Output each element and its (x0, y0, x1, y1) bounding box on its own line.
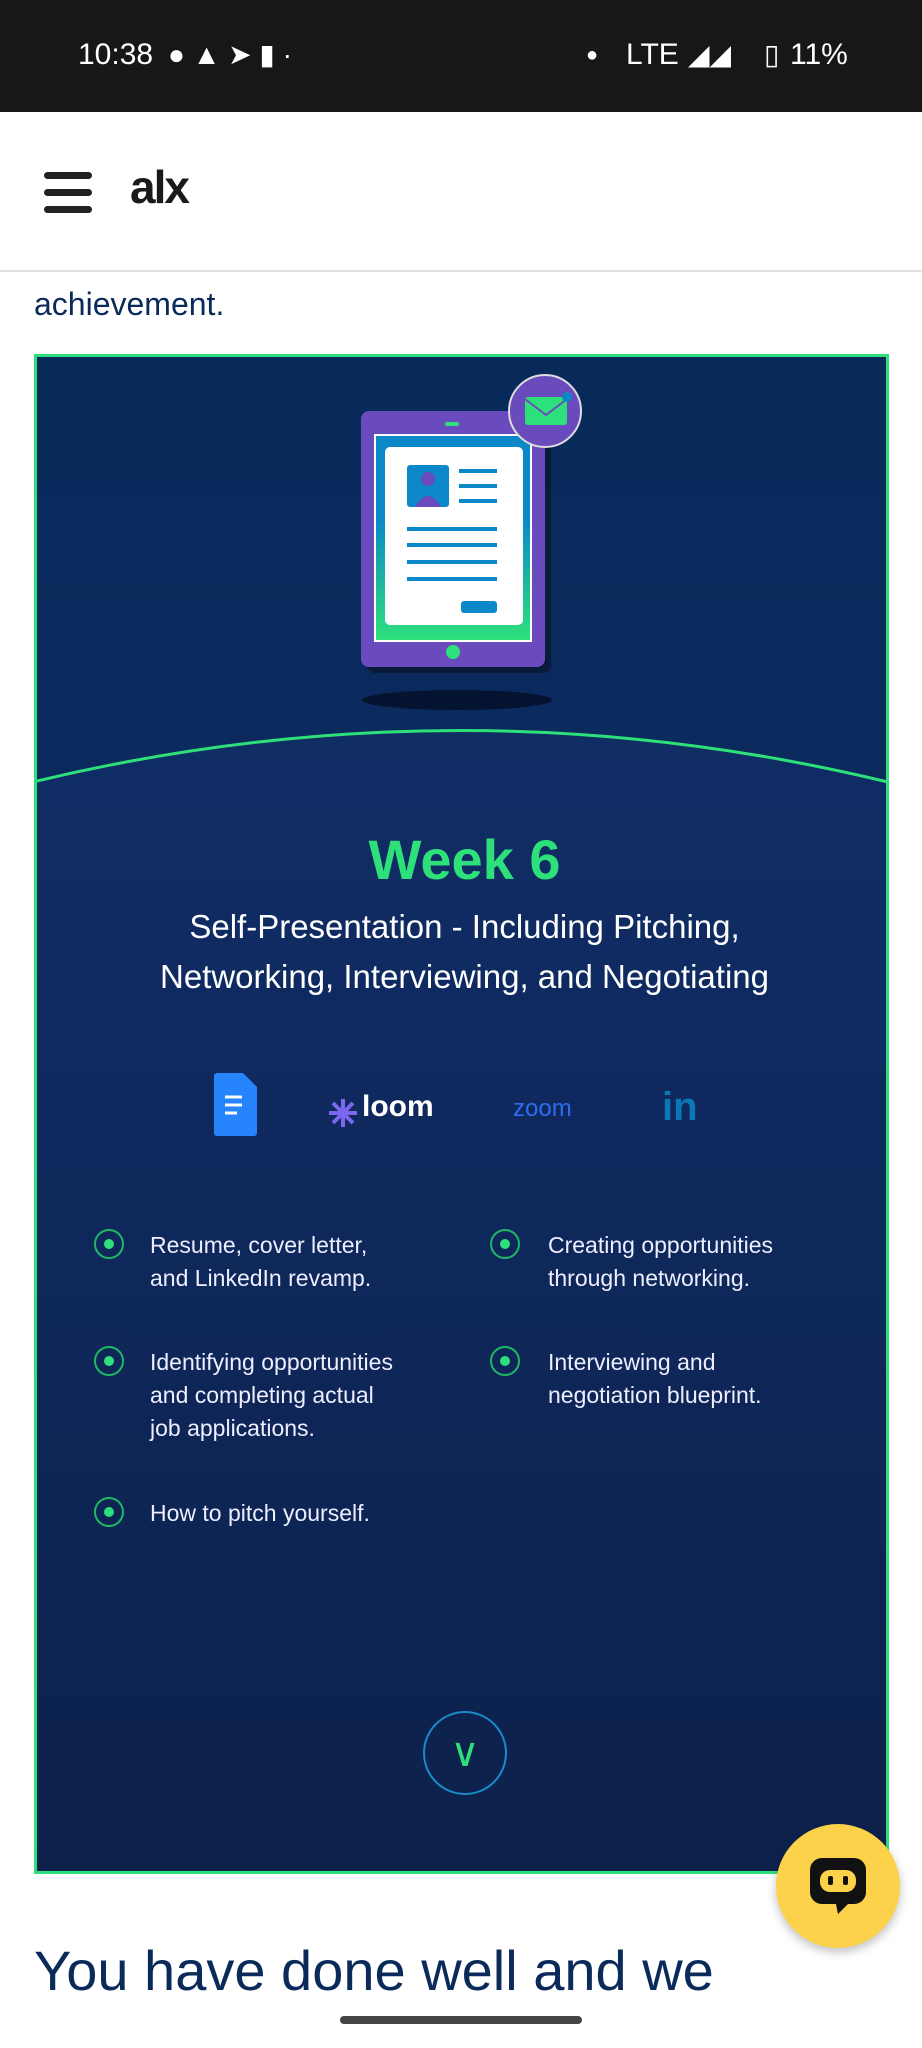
illustration (37, 374, 886, 1871)
clock: 10:38 (78, 38, 154, 71)
subtitle-line: Networking, Interviewing, and Negotiatin… (159, 958, 769, 995)
zoom-logo: zoom (513, 1095, 572, 1122)
network-type: LTE (626, 38, 679, 71)
bullet-icon (490, 1229, 520, 1259)
week-subtitle: Self-Presentation - Including Pitching, … (37, 902, 886, 1002)
week-title: Week 6 (368, 828, 561, 891)
subtitle-line: Self-Presentation - Including Pitching, (189, 908, 740, 945)
status-bar: 10:38 ● ▲ ➤ ▮ · ● LTE ◢◢ ▯ 11% (0, 0, 922, 112)
loom-logo: loom (362, 1090, 434, 1123)
section-heading: You have done well and we (34, 1939, 714, 2002)
bullet-item: How to pitch yourself. (150, 1500, 370, 1526)
linkedin-logo: in (662, 1085, 698, 1129)
bullet-icon (94, 1346, 124, 1376)
chat-icon (810, 1858, 866, 1914)
battery-percent: 11% (790, 38, 848, 71)
chevron-down-icon[interactable]: ∨ (423, 1711, 507, 1795)
alx-logo[interactable]: alx (130, 161, 190, 213)
tablet-shadow (362, 690, 552, 710)
signal-icon: ◢◢ (688, 39, 732, 70)
loom-icon (329, 1099, 357, 1127)
envelope-icon (508, 374, 582, 448)
arc-line (37, 729, 886, 784)
week-6-card: Week 6 Self-Presentation - Including Pit… (34, 354, 889, 1874)
intro-text: achievement. (34, 286, 225, 322)
notification-icons: ● ▲ ➤ ▮ · (168, 39, 292, 70)
home-indicator[interactable] (340, 2016, 582, 2024)
site-header (0, 112, 922, 272)
google-docs-icon (214, 1073, 257, 1136)
tablet-icon (361, 411, 551, 673)
chat-button[interactable] (776, 1824, 900, 1948)
menu-icon[interactable] (44, 172, 92, 214)
arc-background (37, 730, 886, 1871)
dot-icon: ● (586, 44, 599, 66)
bullet-item: Resume, cover letter,and LinkedIn revamp… (150, 1232, 372, 1291)
bullet-icon (94, 1497, 124, 1527)
bullet-icon (94, 1229, 124, 1259)
battery-icon: ▯ (764, 39, 780, 70)
bullet-icon (490, 1346, 520, 1376)
